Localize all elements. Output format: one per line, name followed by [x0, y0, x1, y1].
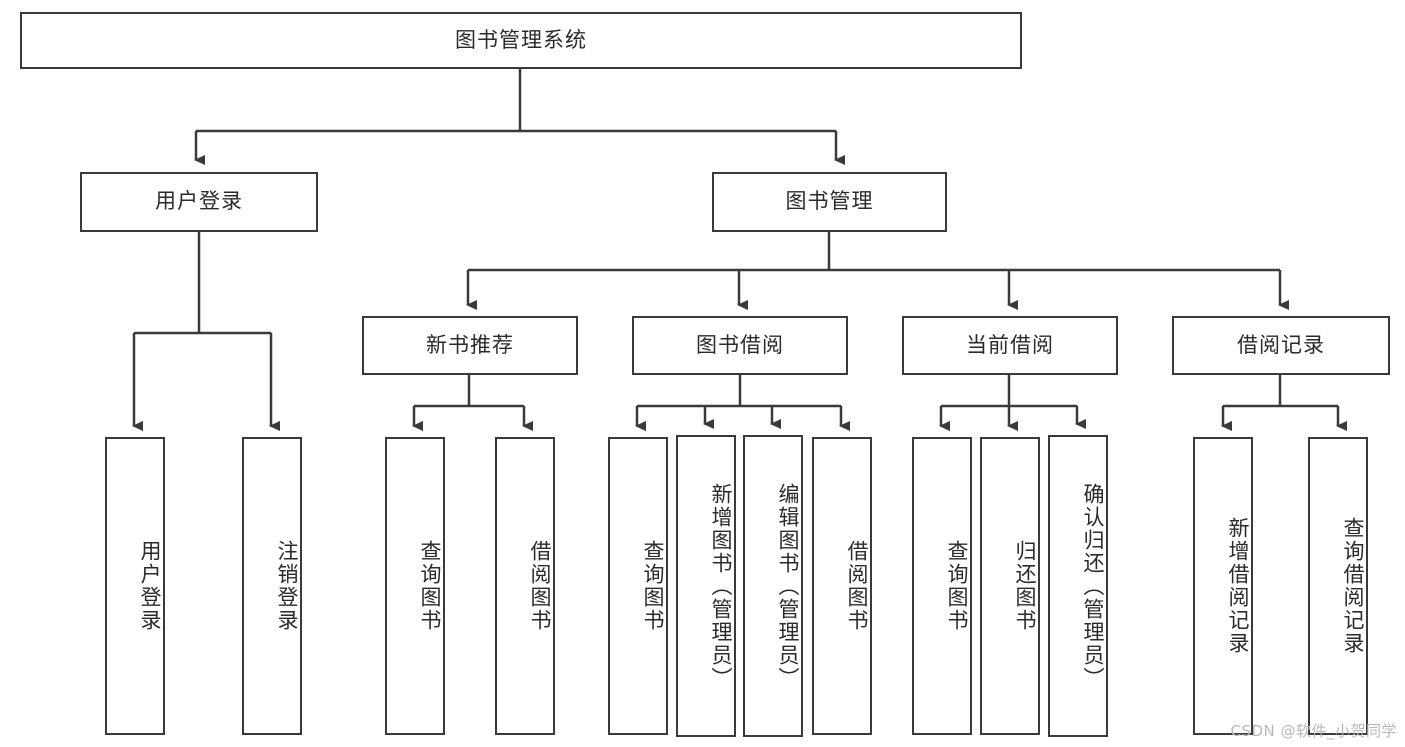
node-current-borrow[interactable]: 当前借阅: [902, 316, 1118, 375]
leaf-add-borrow-record-label: 新增借阅记录: [1226, 517, 1250, 655]
leaf-confirm-return-admin-label: 确认归还（管理员）: [1081, 482, 1105, 690]
node-user-login-label: 用户登录: [155, 189, 243, 214]
node-user-login[interactable]: 用户登录: [80, 172, 318, 232]
node-borrow-record-label: 借阅记录: [1237, 332, 1325, 357]
leaf-add-book-admin-label: 新增图书（管理员）: [709, 482, 733, 690]
node-book-management[interactable]: 图书管理: [712, 172, 947, 232]
leaf-edit-book-admin-label: 编辑图书（管理员）: [776, 482, 800, 690]
leaf-confirm-return-admin[interactable]: 确认归还（管理员）: [1048, 435, 1108, 737]
node-root-label: 图书管理系统: [455, 27, 587, 52]
leaf-query-book-new[interactable]: 查询图书: [385, 437, 445, 735]
leaf-borrow-book-label: 借阅图书: [845, 540, 869, 632]
leaf-return-book[interactable]: 归还图书: [980, 437, 1040, 735]
leaf-logout-label: 注销登录: [275, 540, 299, 632]
leaf-query-borrow-record-label: 查询借阅记录: [1341, 517, 1365, 655]
leaf-add-book-admin[interactable]: 新增图书（管理员）: [676, 435, 736, 737]
node-current-borrow-label: 当前借阅: [966, 332, 1054, 357]
leaf-borrow-book-new[interactable]: 借阅图书: [495, 437, 555, 735]
node-borrow-record[interactable]: 借阅记录: [1172, 316, 1390, 375]
leaf-edit-book-admin[interactable]: 编辑图书（管理员）: [743, 435, 803, 737]
leaf-query-book-borrow-label: 查询图书: [641, 540, 665, 632]
node-book-borrow[interactable]: 图书借阅: [632, 316, 848, 375]
leaf-user-login[interactable]: 用户登录: [105, 437, 165, 735]
leaf-borrow-book[interactable]: 借阅图书: [812, 437, 872, 735]
leaf-query-borrow-record[interactable]: 查询借阅记录: [1308, 437, 1368, 735]
leaf-query-book-borrow[interactable]: 查询图书: [608, 437, 668, 735]
leaf-logout[interactable]: 注销登录: [242, 437, 302, 735]
leaf-borrow-book-new-label: 借阅图书: [528, 540, 552, 632]
leaf-add-borrow-record[interactable]: 新增借阅记录: [1193, 437, 1253, 735]
node-root[interactable]: 图书管理系统: [20, 12, 1022, 69]
csdn-watermark: CSDN @软件_小贺同学: [1230, 722, 1397, 740]
node-new-book-recommend-label: 新书推荐: [426, 332, 514, 357]
node-book-borrow-label: 图书借阅: [696, 332, 784, 357]
node-new-book-recommend[interactable]: 新书推荐: [362, 316, 578, 375]
node-book-management-label: 图书管理: [785, 189, 874, 214]
leaf-query-book-current[interactable]: 查询图书: [912, 437, 972, 735]
leaf-query-book-new-label: 查询图书: [418, 540, 442, 632]
leaf-user-login-label: 用户登录: [138, 540, 162, 632]
leaf-query-book-current-label: 查询图书: [945, 540, 969, 632]
leaf-return-book-label: 归还图书: [1013, 540, 1037, 632]
